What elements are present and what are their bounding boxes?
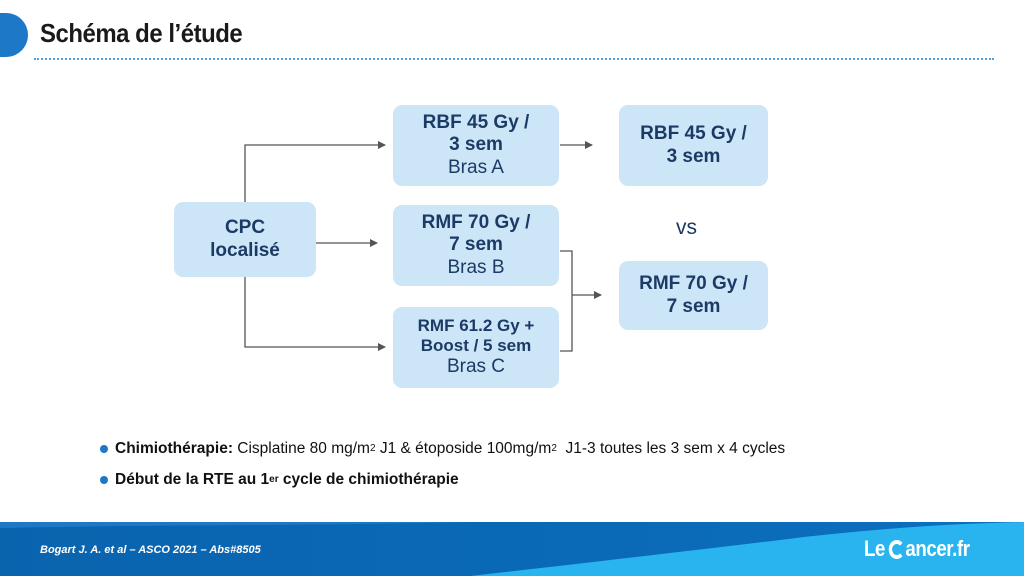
comparison-b-line-2: 7 sem <box>666 295 721 317</box>
arm-b-box: RMF 70 Gy / 7 sem Bras B <box>393 205 559 286</box>
arm-b-label: Bras B <box>447 256 505 278</box>
comparison-b-line-1: RMF 70 Gy / <box>639 273 748 295</box>
connector-origin-to-arm-c <box>244 277 386 351</box>
arm-c-line-1: RMF 61.2 Gy + <box>417 316 535 336</box>
vs-label: vs <box>676 216 697 239</box>
note-chemo-text-b: J1 & étoposide 100mg/m <box>375 440 552 457</box>
note-chemo-text-a: Cisplatine 80 mg/m <box>232 440 370 457</box>
bullet-icon <box>100 476 108 484</box>
arm-c-label: Bras C <box>446 356 506 378</box>
footer-band <box>0 522 1024 576</box>
arm-a-line-1: RBF 45 Gy / <box>422 111 530 133</box>
page-title: Schéma de l’étude <box>40 18 243 48</box>
origin-box: CPC localisé <box>174 202 316 277</box>
arm-b-line-2: 7 sem <box>449 234 503 256</box>
arm-c-box: RMF 61.2 Gy + Boost / 5 sem Bras C <box>393 307 559 388</box>
arm-b-line-1: RMF 70 Gy / <box>421 211 531 233</box>
arm-c-line-2: Boost / 5 sem <box>420 336 532 356</box>
arm-a-line-2: 3 sem <box>449 134 503 156</box>
title-divider <box>34 58 994 60</box>
comparison-a-line-1: RBF 45 Gy / <box>640 123 747 145</box>
connector-origin-to-arm-a <box>244 141 386 202</box>
comparison-a-box: RBF 45 Gy / 3 sem <box>619 105 768 186</box>
note-rte-text-b: cycle de chimiothérapie <box>278 471 459 488</box>
logo-text-suffix: ancer.fr <box>905 536 970 561</box>
origin-line-2: localisé <box>210 239 280 261</box>
lecancer-logo[interactable]: Le ancer.fr <box>864 536 970 562</box>
note-chemo-text-c: J1-3 toutes les 3 sem x 4 cycles <box>556 440 786 457</box>
bullet-icon <box>100 445 108 453</box>
origin-line-1: CPC <box>224 217 266 239</box>
comparison-b-box: RMF 70 Gy / 7 sem <box>619 261 768 330</box>
note-rte-text-a: Début de la RTE au 1 <box>115 471 270 488</box>
logo-text-prefix: Le <box>864 536 885 561</box>
note-chemo-heading: Chimiothérapie: <box>115 440 233 457</box>
source-citation: Bogart J. A. et al – ASCO 2021 – Abs#850… <box>40 544 261 556</box>
arm-a-label: Bras A <box>448 156 504 178</box>
arm-a-box: RBF 45 Gy / 3 sem Bras A <box>393 105 559 186</box>
connector-arm-b-bracket <box>560 250 573 352</box>
logo-c-icon <box>888 539 905 559</box>
comparison-a-line-2: 3 sem <box>666 145 721 167</box>
